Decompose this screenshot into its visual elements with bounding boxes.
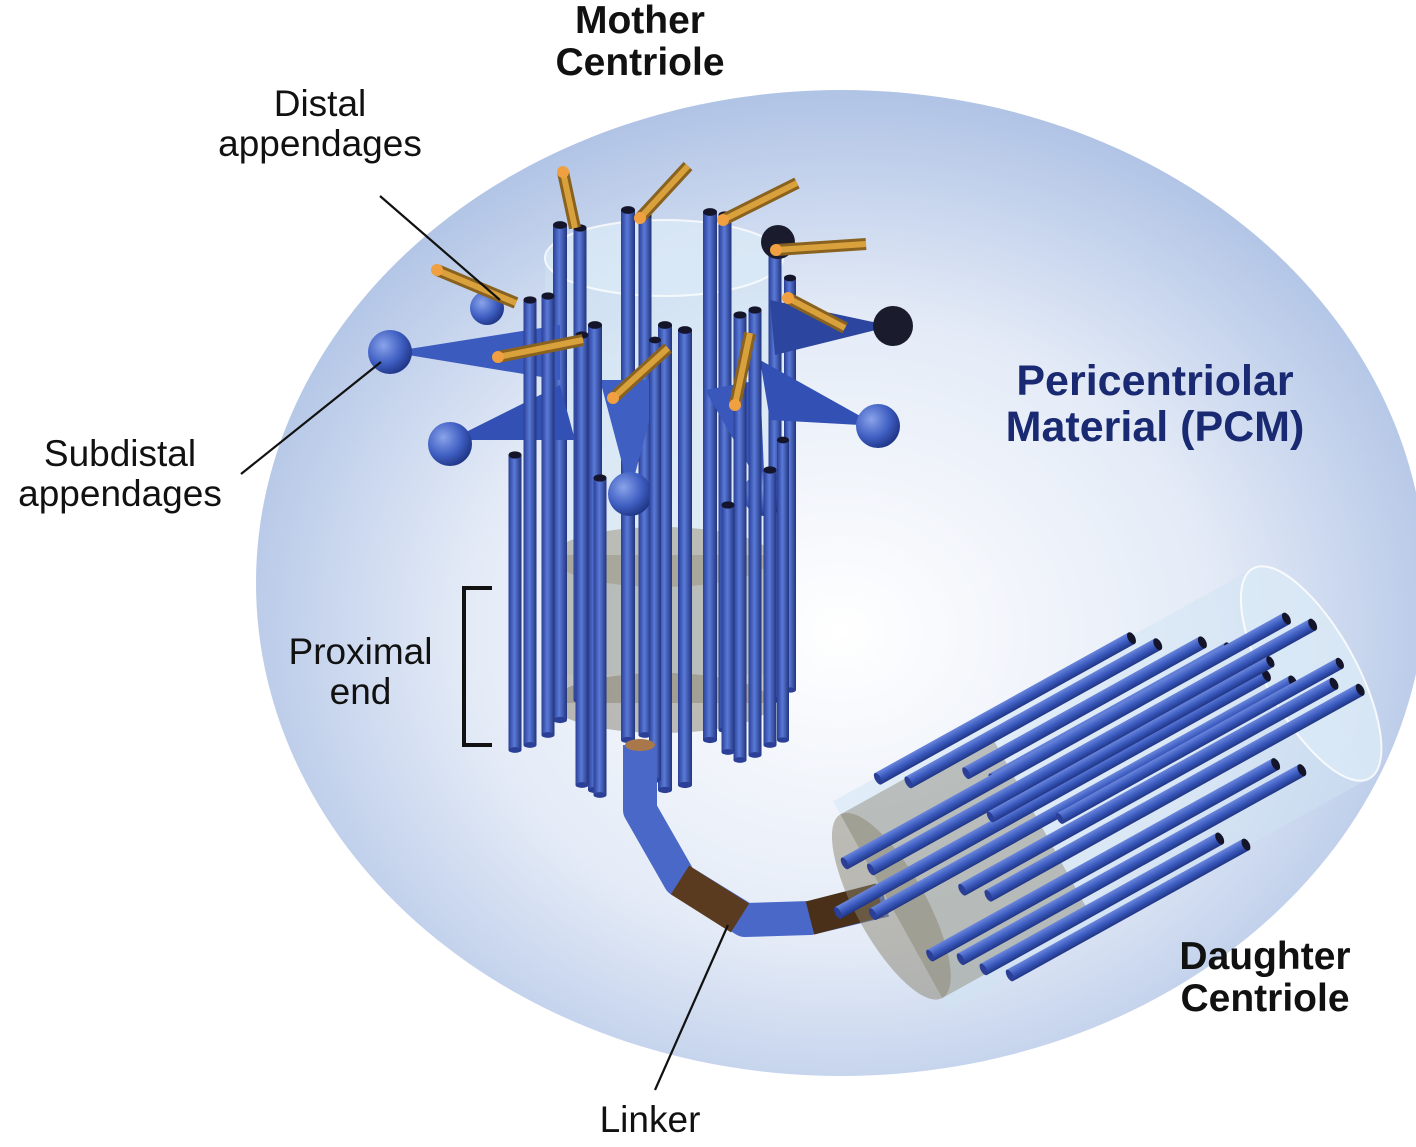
distal-appendage bbox=[729, 331, 756, 411]
microtubule bbox=[984, 683, 1365, 902]
linker-label: Linker bbox=[599, 1099, 701, 1140]
microtubule bbox=[649, 336, 661, 783]
microtubule bbox=[553, 221, 567, 724]
distal-appendage-rods bbox=[431, 161, 867, 411]
mother-microtubules-front bbox=[508, 292, 789, 798]
microtubule bbox=[1056, 657, 1344, 824]
mother-centriole bbox=[368, 161, 913, 798]
microtubule bbox=[986, 656, 1275, 823]
distal-appendage bbox=[492, 334, 585, 363]
pointer-lines bbox=[240, 195, 730, 1091]
distal-appendage bbox=[634, 161, 693, 224]
pcm-label: Pericentriolar Material (PCM) bbox=[1005, 357, 1305, 452]
microtubule bbox=[541, 292, 555, 738]
microtubule bbox=[926, 758, 1281, 962]
microtubule bbox=[904, 638, 1163, 789]
daughter-centriole-label: Daughter Centriole bbox=[1179, 935, 1351, 1021]
microtubule bbox=[733, 311, 747, 763]
daughter-centriole bbox=[831, 565, 1383, 1012]
microtubule bbox=[678, 326, 692, 789]
subdistal-pointer bbox=[240, 361, 382, 475]
microtubule bbox=[658, 321, 672, 794]
mother-centriole-label: Mother Centriole bbox=[555, 0, 725, 85]
distal-appendage bbox=[607, 343, 673, 404]
proximal-bracket bbox=[462, 586, 492, 747]
distal-appendage bbox=[770, 238, 867, 256]
microtubule bbox=[703, 208, 717, 744]
distal-appendages-label: Distal appendages bbox=[218, 83, 422, 164]
microtubule bbox=[748, 306, 762, 758]
distal-appendage bbox=[782, 292, 848, 334]
microtubule bbox=[958, 677, 1339, 896]
subdistal-appendages-label: Subdistal appendages bbox=[18, 433, 222, 514]
microtubule bbox=[956, 764, 1307, 966]
distal-appendage bbox=[557, 166, 581, 230]
linker-pointer bbox=[653, 924, 730, 1091]
microtubule bbox=[1005, 838, 1251, 982]
distal-appendage bbox=[717, 177, 800, 226]
microtubule bbox=[575, 331, 589, 788]
distal-pointer bbox=[379, 195, 501, 301]
proximal-end-label: Proximal end bbox=[288, 631, 433, 712]
microtubule bbox=[763, 466, 777, 748]
microtubule bbox=[979, 832, 1225, 976]
distal-appendage bbox=[431, 264, 519, 309]
microtubule bbox=[721, 501, 735, 755]
microtubule bbox=[523, 296, 537, 748]
linker-fiber bbox=[623, 739, 889, 937]
microtubule bbox=[508, 451, 522, 753]
microtubule bbox=[873, 632, 1136, 785]
microtubule bbox=[840, 612, 1291, 870]
microtubule bbox=[962, 636, 1207, 780]
microtubule bbox=[593, 474, 607, 798]
microtubule bbox=[833, 669, 1271, 919]
microtubule bbox=[866, 618, 1318, 876]
microtubule bbox=[777, 436, 789, 743]
daughter-microtubules bbox=[833, 612, 1365, 982]
